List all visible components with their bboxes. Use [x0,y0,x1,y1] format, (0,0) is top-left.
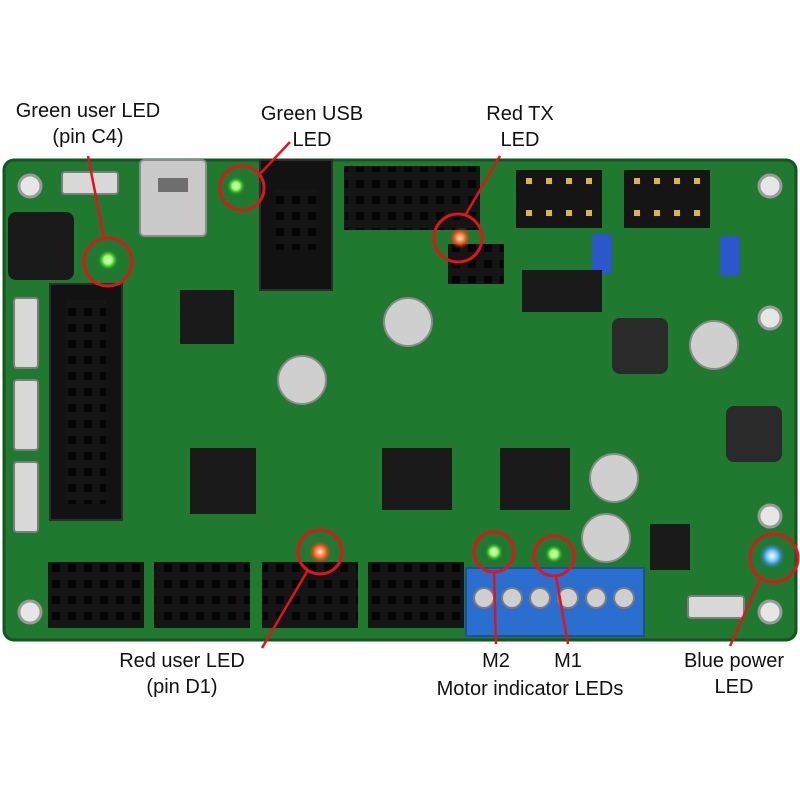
right-pin-headers [516,170,710,228]
integrated-circuits [180,270,690,570]
electrolytic-capacitors [277,297,739,563]
pushbuttons [13,171,745,619]
ring-red-user-led [296,528,344,576]
tx-area-header [448,244,504,284]
led-glows [98,177,785,569]
ring-blue-power-led [748,532,800,584]
highlight-rings [82,164,800,584]
label-green-user-led: Green user LED (pin C4) [15,100,161,148]
label-blue-power-led: Blue power LED [683,650,785,698]
usb-connector [139,159,207,237]
bottom-female-headers [48,562,464,628]
terminal-screws [473,587,635,609]
buzzer [8,212,74,280]
label-m1: M1 [554,650,582,672]
label-green-usb-led: Green USB LED [260,103,364,151]
ring-green-usb-led [218,164,266,212]
jumper-blue-2 [720,236,740,276]
mounting-holes [17,173,783,625]
label-m2: M2 [482,650,510,672]
ring-green-user-led [82,236,134,288]
label-red-user-led: Red user LED (pin D1) [119,650,245,698]
label-motor-indicator-leds: Motor indicator LEDs [436,678,624,700]
board-shade [2,158,798,642]
jumper-blue-1 [592,234,612,274]
inductors [612,318,782,462]
label-red-tx-led: Red TX LED [486,103,554,151]
ring-red-tx-led [432,212,484,264]
top-female-header [344,166,480,230]
leader-lines [86,141,762,649]
ring-m1-led [532,534,576,578]
usb-port [158,178,188,192]
